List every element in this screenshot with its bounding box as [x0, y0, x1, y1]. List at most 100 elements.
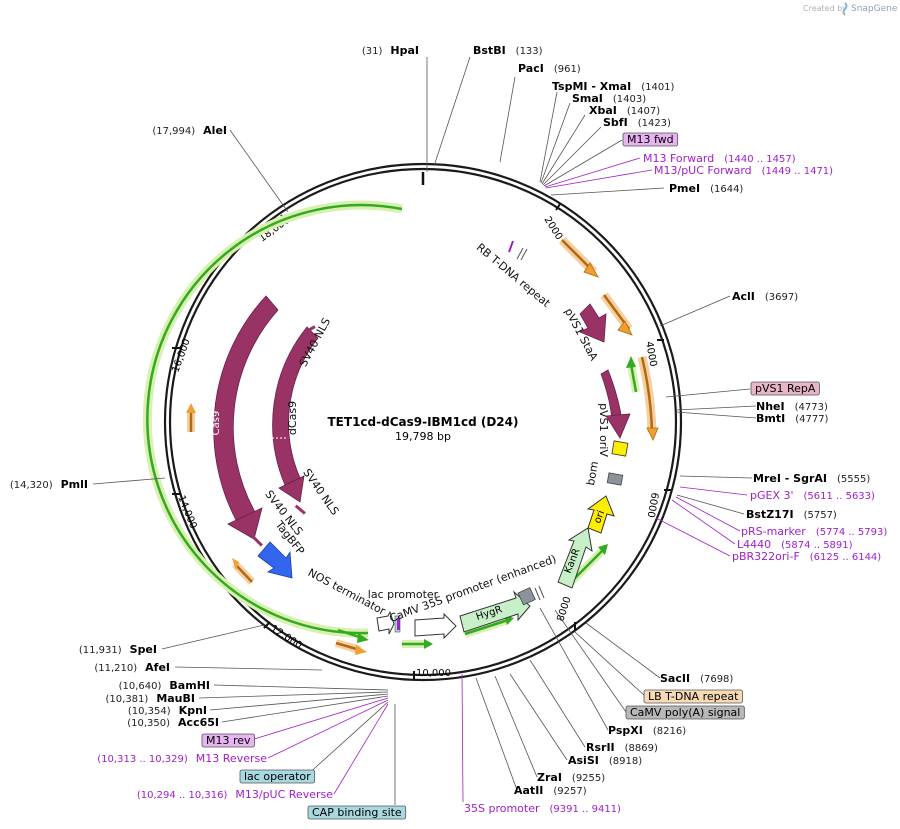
primer-binding-site: M13 Reverse(10,313 .. 10,329)	[97, 752, 267, 765]
cas9-feature-arc	[213, 295, 279, 521]
pvs1-repa-arrow-head	[605, 413, 631, 439]
feature-label-box	[750, 381, 820, 396]
restriction-site: NheI(4773)	[756, 400, 828, 413]
boxed-feature-label: M13 rev	[201, 733, 255, 748]
restriction-site-name: XbaI	[589, 104, 617, 117]
rb-tdna-mark-2	[520, 248, 528, 261]
boxed-feature-label: pVS1 RepA	[750, 381, 820, 396]
boxed-feature-label: LB T-DNA repeat	[643, 689, 743, 704]
primer-position: (5611 .. 5633)	[804, 491, 876, 502]
restriction-site-position: (17,994)	[152, 126, 195, 137]
primer-name: pGEX 3'	[750, 489, 794, 502]
restriction-site-name: SpeI	[130, 643, 157, 656]
pvs1-oriv-block	[611, 440, 629, 457]
restriction-site-labels: HpaI(31)BstBI(133)PacI(961)TspMI - XmaI(…	[10, 44, 871, 797]
restriction-site: PspXI(8216)	[608, 724, 686, 737]
feature-label-text: CAP binding site	[312, 806, 402, 819]
restriction-site-position: (1401)	[641, 82, 674, 93]
restriction-site-position: (7698)	[700, 674, 733, 685]
feature-label-text: M13 rev	[206, 734, 251, 747]
restriction-site-position: (10,354)	[128, 706, 171, 717]
restriction-site: PacI (961)	[518, 62, 581, 75]
primer-binding-site: pBR322ori-F(6125 .. 6144)	[732, 550, 881, 563]
restriction-site-name: NheI	[756, 400, 785, 413]
ruler-tick-label: 8000	[555, 595, 573, 623]
primer-position: (1440 .. 1457)	[724, 154, 796, 165]
green-arc-a-core	[629, 363, 638, 393]
ruler-tick-mark	[263, 621, 271, 629]
bom-block	[606, 472, 624, 486]
green-arrow-a-head	[626, 356, 636, 368]
sv40-nls-marker-a	[303, 325, 316, 334]
dcas9-arrow-head	[278, 475, 305, 503]
boxed-feature-label: M13 fwd	[622, 132, 679, 147]
restriction-site-position: (1403)	[613, 94, 646, 105]
lb-tdna-marker-1	[534, 587, 541, 601]
nos-terminator-arrow	[376, 610, 395, 635]
restriction-site: Acc65I(10,350)	[127, 716, 219, 729]
restriction-site-position: (5555)	[837, 474, 870, 485]
restriction-site-name: PacI	[518, 62, 544, 75]
primer-position: (5774 .. 5793)	[816, 527, 888, 538]
restriction-site: SacII (7698)	[660, 672, 733, 685]
restriction-site-position: (31)	[362, 46, 383, 57]
cas9-green-arc	[146, 203, 403, 635]
primer-binding-site: L4440(5874 .. 5891)	[737, 538, 853, 551]
feature-label-box	[622, 132, 679, 147]
primer-position: (1449 .. 1471)	[762, 166, 834, 177]
snapgene-logo-icon	[842, 2, 848, 16]
restriction-site: AatII(9257)	[514, 784, 587, 797]
feature-label-text: pVS1 RepA	[755, 382, 816, 395]
green-arrow-c-head	[424, 639, 433, 649]
restriction-site-position: (11,210)	[94, 663, 137, 674]
restriction-site: AleI(17,994)	[152, 124, 227, 137]
restriction-site: AsiSI(8918)	[568, 754, 642, 767]
orange-arrow-left-2-head	[232, 558, 239, 570]
ruler-tick-label: 6000	[645, 491, 660, 518]
restriction-site-position: (14,320)	[10, 480, 53, 491]
green-arc-b-core	[570, 548, 605, 583]
restriction-site: AfeI (11,210)	[94, 661, 170, 674]
hygr-arrow	[459, 590, 531, 633]
orange-arrow-bottom-head	[355, 645, 367, 655]
restriction-site: PmeI(1644)	[669, 182, 743, 195]
restriction-site: BstBI(133)	[473, 44, 543, 57]
ori-arrow	[586, 495, 615, 534]
feature-label-text: LB T-DNA repeat	[648, 690, 739, 703]
green-arc-d-core	[464, 618, 509, 636]
primer-binding-site: pGEX 3' (5611 .. 5633)	[750, 489, 875, 502]
credit-brand: SnapGene	[851, 4, 898, 14]
restriction-site: BstZ17I(5757)	[746, 508, 837, 521]
restriction-site-position: (4777)	[795, 414, 828, 425]
restriction-site-name: TspMI - XmaI	[552, 80, 631, 93]
restriction-site: SmaI(1403)	[572, 92, 646, 105]
ruler-tick-label: 10,000	[416, 668, 451, 679]
restriction-site: XbaI(1407)	[589, 104, 660, 117]
plasmid-title: TET1cd-dCas9-IBM1cd (D24)	[328, 415, 519, 429]
restriction-site: MreI - SgrAI(5555)	[753, 472, 870, 485]
ruler-tick-label: 2000	[541, 215, 564, 242]
restriction-site-name: PmeI	[669, 182, 700, 195]
lb-tdna-marker-2	[538, 585, 545, 599]
restriction-site-name: SbfI	[603, 116, 628, 129]
rb-tdna-label: RB T-DNA repeat	[474, 241, 553, 310]
restriction-site: RsrII(8869)	[586, 741, 658, 754]
leader-lines	[92, 56, 757, 805]
rb-tdna-mark-purple	[508, 240, 514, 253]
restriction-site-name: SacII	[660, 672, 690, 685]
restriction-site: PmlI(14,320)	[10, 478, 88, 491]
restriction-site-position: (961)	[554, 64, 581, 75]
restriction-site: SbfI(1423)	[603, 116, 671, 129]
restriction-site-name: BstBI	[473, 44, 506, 57]
primer-name: L4440	[737, 538, 771, 551]
feature-label-box	[201, 733, 255, 748]
restriction-site-position: (10,350)	[127, 718, 170, 729]
restriction-site-name: AfeI	[145, 661, 170, 674]
pvs1-oriv-label: pVS1 oriV	[597, 403, 610, 457]
primer-labels: M13 Forward(1440 .. 1457)M13/pUC Forward…	[97, 152, 887, 815]
restriction-site: MauBI(10,381)	[106, 692, 195, 705]
restriction-site-position: (9257)	[553, 786, 586, 797]
backbone-outer-circle	[163, 162, 683, 682]
boxed-feature-label: lac operator	[239, 769, 316, 784]
